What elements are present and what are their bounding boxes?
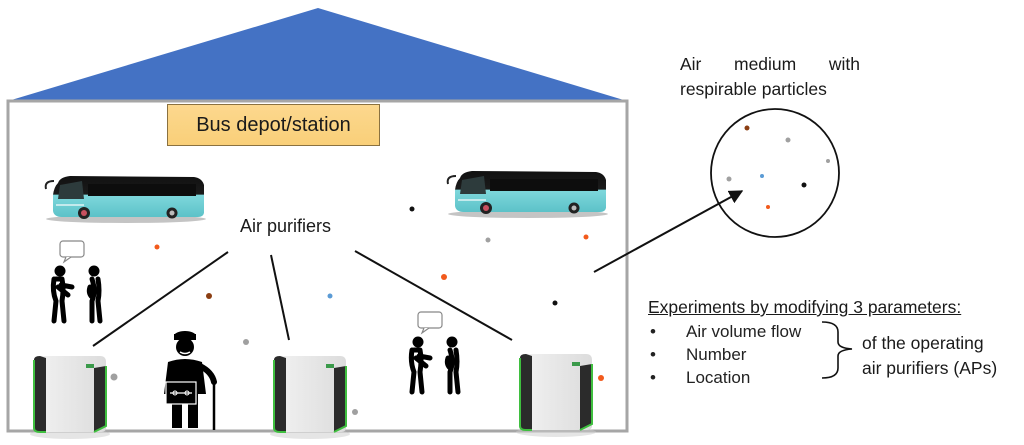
particle-blue xyxy=(760,174,764,178)
applies-to-label: of the operating air purifiers (APs) xyxy=(862,331,997,381)
air-purifier-icon xyxy=(29,355,111,440)
air-medium-word: with xyxy=(828,54,860,74)
air-medium-word: medium xyxy=(734,54,797,74)
connector-line-purifier-2 xyxy=(270,254,290,341)
air-medium-circle xyxy=(710,108,840,238)
bus-right xyxy=(446,170,609,219)
particle-grey xyxy=(826,159,830,163)
applies-to-line1: of the operating xyxy=(862,333,984,353)
connector-line-purifier-1 xyxy=(92,251,229,347)
parameters-list: Air volume flow Number Location xyxy=(648,320,801,389)
particle-blue xyxy=(327,293,333,299)
parameter-item: Air volume flow xyxy=(648,320,801,343)
people-talking-icon xyxy=(53,241,100,321)
air-medium-line2: respirable particles xyxy=(680,79,827,99)
elderly-person-icon xyxy=(164,331,217,430)
air-medium-line1: Air medium with xyxy=(680,52,860,77)
particle-orange xyxy=(598,375,604,381)
zoom-arrow xyxy=(593,190,744,273)
particle-brown xyxy=(206,293,212,299)
connector-line-purifier-3 xyxy=(354,250,513,341)
particles-air-medium xyxy=(726,125,830,209)
air-medium-word: Air xyxy=(680,54,702,74)
particle-orange xyxy=(441,274,447,280)
particle-grey xyxy=(243,339,249,345)
particles-depot xyxy=(110,206,604,415)
particle-grey xyxy=(352,409,358,415)
bus-left xyxy=(44,175,207,224)
particle-brown xyxy=(744,125,750,131)
applies-to-line2: air purifiers (APs) xyxy=(862,358,998,378)
particle-black xyxy=(552,300,558,306)
air-medium-label: Air medium with respirable particles xyxy=(680,52,860,102)
particle-grey xyxy=(785,137,791,143)
curly-brace xyxy=(821,321,853,379)
air-purifiers-label: Air purifiers xyxy=(240,216,332,236)
particle-orange xyxy=(766,205,770,209)
particle-orange xyxy=(154,244,160,250)
parameter-item: Location xyxy=(648,366,801,389)
particle-black xyxy=(801,182,807,188)
parameter-item: Number xyxy=(648,343,801,366)
particle-grey xyxy=(110,373,118,381)
particle-orange xyxy=(583,234,589,240)
particle-black xyxy=(409,206,415,212)
air-purifier-icon xyxy=(269,355,351,440)
roof xyxy=(8,8,627,101)
particle-grey xyxy=(485,237,491,243)
experiments-title: Experiments by modifying 3 parameters: xyxy=(648,297,962,317)
particle-grey xyxy=(726,176,732,182)
air-purifier-icon xyxy=(515,353,597,438)
people-talking-icon xyxy=(411,312,458,392)
building-title: Bus depot/station xyxy=(167,104,380,146)
